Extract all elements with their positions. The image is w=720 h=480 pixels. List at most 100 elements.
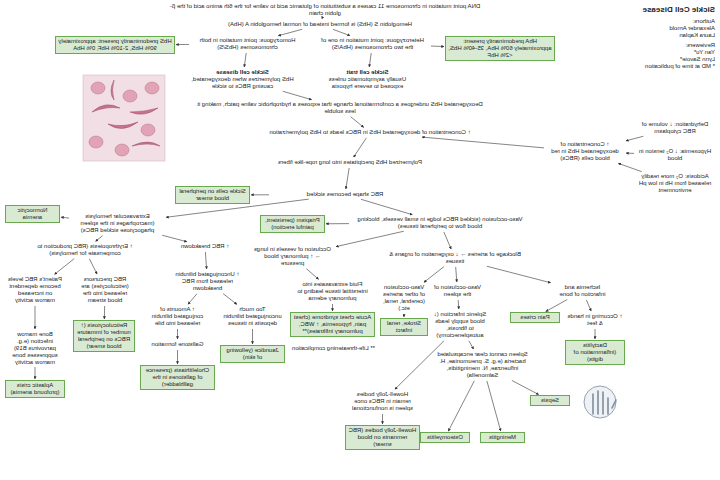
flow-arrow (104, 306, 105, 319)
concept-box: ↑ Unconjugated bilirubin released from R… (170, 270, 245, 293)
flow-arrow (35, 367, 36, 379)
finding-box: Sepsis (530, 395, 570, 406)
box-text: ↑ Occurring in hands & feet (567, 313, 623, 327)
flow-arrow (546, 299, 568, 311)
flow-arrow (205, 252, 206, 269)
box-text: ↑ RBC breakdown (172, 243, 238, 250)
concept-box: Spleen cannot clear encapsulated bacteri… (430, 350, 535, 380)
concept-box: Patient's RBC levels become dependent on… (5, 275, 65, 305)
finding-box: Jaundice (yellowing of skin) (220, 345, 285, 363)
finding-box: Stroke, renal infarct (380, 318, 428, 336)
red-blood-cell (91, 82, 105, 94)
flow-arrow (626, 153, 634, 154)
flow-arrow (96, 236, 103, 242)
flow-arrow (61, 217, 69, 219)
box-text: Vaso-occlusion of other arteries (cerebr… (382, 284, 426, 312)
box-text: Heterozygous: point mutation in one of t… (317, 37, 428, 51)
concept-box: ↑ Erythropoiesis (RBC production to comp… (30, 242, 140, 258)
box-text: Vaso-occlusion of the spleen (432, 284, 483, 298)
concept-box: Splenic infarction (↓ blood supply leads… (430, 310, 490, 340)
box-text: Reticulocytosis (↑ number of immature RB… (76, 322, 132, 350)
finding-box: Sickle cells on peripheral blood smear (175, 186, 250, 204)
finding-box: Osteomyelitis (420, 432, 470, 443)
box-text: Dehydration: ↓ volume of RBC cytoplasm (637, 121, 713, 135)
box-text: Meningitis (483, 434, 522, 441)
smear-background (83, 75, 165, 161)
box-text: RBC shape becomes sickled (272, 191, 418, 198)
concept-box: ↑ Concentration of deoxygenated HbS in r… (545, 140, 625, 163)
concept-box: Deoxygenated HbS undergoes a conformatio… (190, 100, 490, 116)
flow-arrow (395, 341, 444, 390)
box-text: DNA point mutation in chromosome 11 caus… (162, 3, 488, 17)
flow-arrow (618, 163, 641, 171)
box-text: ↑ Erythropoiesis (RBC production to comp… (32, 243, 138, 257)
concept-box: ↑ Amounts of conjugated bilirubin releas… (145, 305, 210, 328)
author-name: Laura Kaplan (625, 32, 715, 39)
box-text: Hypoxemia: ↓ O₂ tension in blood (637, 148, 713, 162)
blood-smear-illustration (83, 75, 165, 161)
finding-box: Meningitis (480, 432, 525, 443)
concept-box: Hemoglobin S (HbS) is formed instead of … (190, 20, 450, 29)
box-text: Gallstone formation (147, 341, 208, 348)
flow-arrow (431, 46, 444, 47)
box-text: Extravascular hemolysis (macrophages in … (72, 213, 163, 234)
concept-box: RBC precursors (reticulocytes) are relea… (75, 275, 135, 305)
box-text: Normocytic anemia (8, 207, 57, 221)
flow-arrow (177, 350, 178, 364)
concept-box: Vaso-occlusion of the spleen (430, 283, 485, 299)
finding-box: Priapism (persistent, painful erection) (260, 215, 325, 233)
flow-arrow (448, 381, 474, 431)
flow-arrow (89, 259, 97, 274)
reviewer-name: Lynn Savoie* (625, 56, 715, 63)
concept-box: DNA point mutation in chromosome 11 caus… (160, 2, 490, 18)
box-text: Polymerized HbS precipitates into long r… (242, 159, 458, 166)
box-text: Splenic infarction (↓ blood supply leads… (432, 311, 488, 339)
flow-arrow (162, 235, 187, 241)
concept-box: Extravascular hemolysis (macrophages in … (70, 212, 165, 235)
red-blood-cell (141, 124, 155, 136)
flow-arrow (424, 267, 444, 283)
flow-arrow (332, 304, 333, 311)
flow-arrow (176, 44, 189, 45)
concept-box: Howell-Jolly bodies remain in RBCs once … (345, 390, 420, 413)
flow-arrow (422, 137, 544, 148)
sickle-cell (132, 142, 160, 146)
flow-arrow (251, 194, 269, 195)
flow-arrow (626, 136, 643, 141)
box-text: ↑ Concentration of deoxygenated HbS in r… (547, 141, 623, 162)
box-text: ↑ Unconjugated bilirubin released from R… (172, 271, 243, 292)
flow-arrow (223, 294, 237, 305)
box-heading: Sickle cell disease (187, 69, 298, 76)
box-text: HbS polymerizes when deoxygenated, causi… (187, 76, 298, 90)
box-text: Bone marrow infection (e.g. parvovirus B… (7, 331, 63, 365)
red-blood-cell (89, 136, 103, 148)
author-name: Alexander Arnold (625, 25, 715, 32)
concept-box: Hypoxemia: ↓ O₂ tension in blood (635, 147, 715, 163)
box-text: HbS predominantly present: approximately… (58, 38, 172, 52)
concept-box: Occlusion of vessels in lungs → ↑ pulmon… (250, 245, 335, 268)
concept-box: Sickle cell diseaseHbS polymerizes when … (185, 68, 300, 91)
flow-arrow (586, 300, 591, 311)
flow-arrow (369, 53, 371, 67)
flow-arrow (469, 341, 474, 349)
footnote: ** Life-threatening complication (290, 345, 375, 352)
flow-arrow (382, 414, 383, 424)
box-text: Deoxygenated HbS undergoes a conformatio… (192, 101, 488, 115)
flow-arrow (252, 329, 253, 344)
flow-arrow (361, 199, 412, 214)
concept-box: Polymerized HbS precipitates into long r… (240, 158, 460, 167)
author-heading: Authors: (625, 18, 715, 25)
sickle-cell (130, 108, 158, 114)
box-text: Too much unconjugated bilirubin deposits… (222, 306, 283, 327)
concept-box: Vaso-occlusion (sickled RBCs lodge in sm… (350, 215, 530, 231)
box-text: Hemoglobin S (HbS) is formed instead of … (192, 21, 448, 28)
box-text: Cholelithiasis (presence of gallstones i… (143, 367, 212, 388)
box-text: Osteomyelitis (423, 434, 467, 441)
concept-box: Acidosis: O₂ more readily released from … (635, 172, 715, 195)
flow-arrow (326, 223, 349, 224)
flow-arrow (458, 300, 460, 309)
flow-arrow (351, 117, 364, 128)
flow-arrow (188, 294, 197, 304)
flow-arrow (306, 269, 318, 280)
